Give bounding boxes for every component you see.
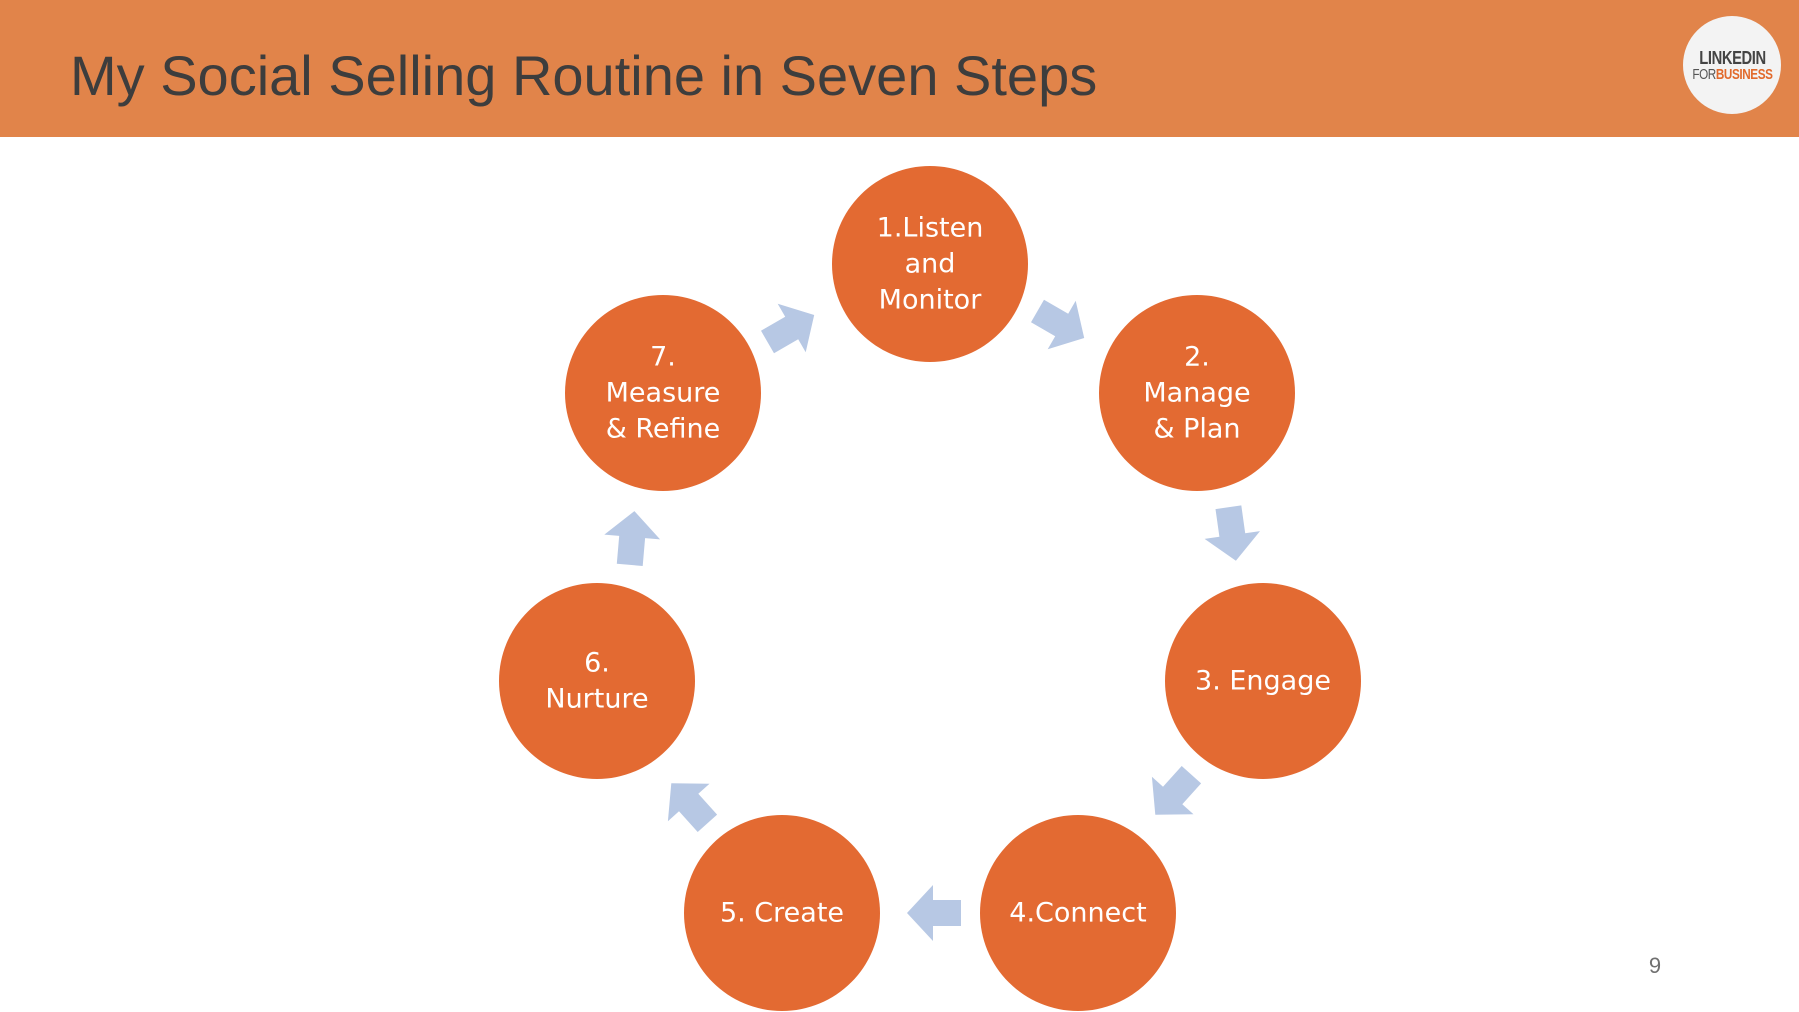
step-label: 2. — [1184, 342, 1210, 373]
step-4: 4.Connect — [980, 815, 1176, 1011]
step-label: & Plan — [1153, 414, 1240, 445]
step-circle — [832, 166, 1028, 362]
logo-text-linkedin: LINKEDIN — [1698, 47, 1766, 68]
logo-text-business: BUSINESS — [1715, 65, 1773, 83]
step-2: 2. Manage & Plan — [1099, 295, 1295, 491]
step-label: 5. Create — [720, 898, 844, 929]
logo-text-for-business: FORBUSINESS — [1691, 65, 1773, 83]
cycle-arrow-6 — [604, 511, 661, 566]
cycle-arrow-5 — [667, 783, 718, 832]
step-circle — [980, 815, 1176, 1011]
cycle-arrow-4 — [907, 885, 961, 941]
cycle-arrow-7 — [761, 303, 815, 354]
slide-title: My Social Selling Routine in Seven Steps — [70, 44, 1098, 107]
step-label: 6. — [584, 648, 610, 679]
step-label: 7. — [650, 342, 676, 373]
step-circle — [684, 815, 880, 1011]
step-7: 7. Measure & Refine — [565, 295, 761, 491]
step-circle — [1165, 583, 1361, 779]
step-circle — [499, 583, 695, 779]
cycle-arrow-3 — [1151, 766, 1202, 815]
step-label: Measure — [606, 378, 721, 409]
title-bar: My Social Selling Routine in Seven Steps… — [0, 0, 1799, 137]
step-circle — [1099, 295, 1295, 491]
page-number: 9 — [1648, 953, 1662, 978]
step-3: 3. Engage — [1165, 583, 1361, 779]
step-label: Nurture — [545, 684, 648, 715]
cycle-arrow-2 — [1204, 505, 1260, 561]
step-label: & Refine — [606, 414, 721, 445]
step-circle — [565, 295, 761, 491]
logo-text-for: FOR — [1691, 65, 1716, 83]
step-label: 1.Listen — [877, 213, 984, 244]
linkedin-for-business-logo: LINKEDIN FORBUSINESS — [1683, 16, 1781, 114]
step-label: 4.Connect — [1009, 898, 1146, 929]
step-label: Monitor — [879, 285, 983, 316]
step-6: 6. Nurture — [499, 583, 695, 779]
step-label: Manage — [1143, 378, 1250, 409]
step-5: 5. Create — [684, 815, 880, 1011]
step-label: and — [905, 249, 956, 280]
step-label: 3. Engage — [1195, 666, 1331, 697]
cycle-arrow-1 — [1031, 299, 1085, 350]
